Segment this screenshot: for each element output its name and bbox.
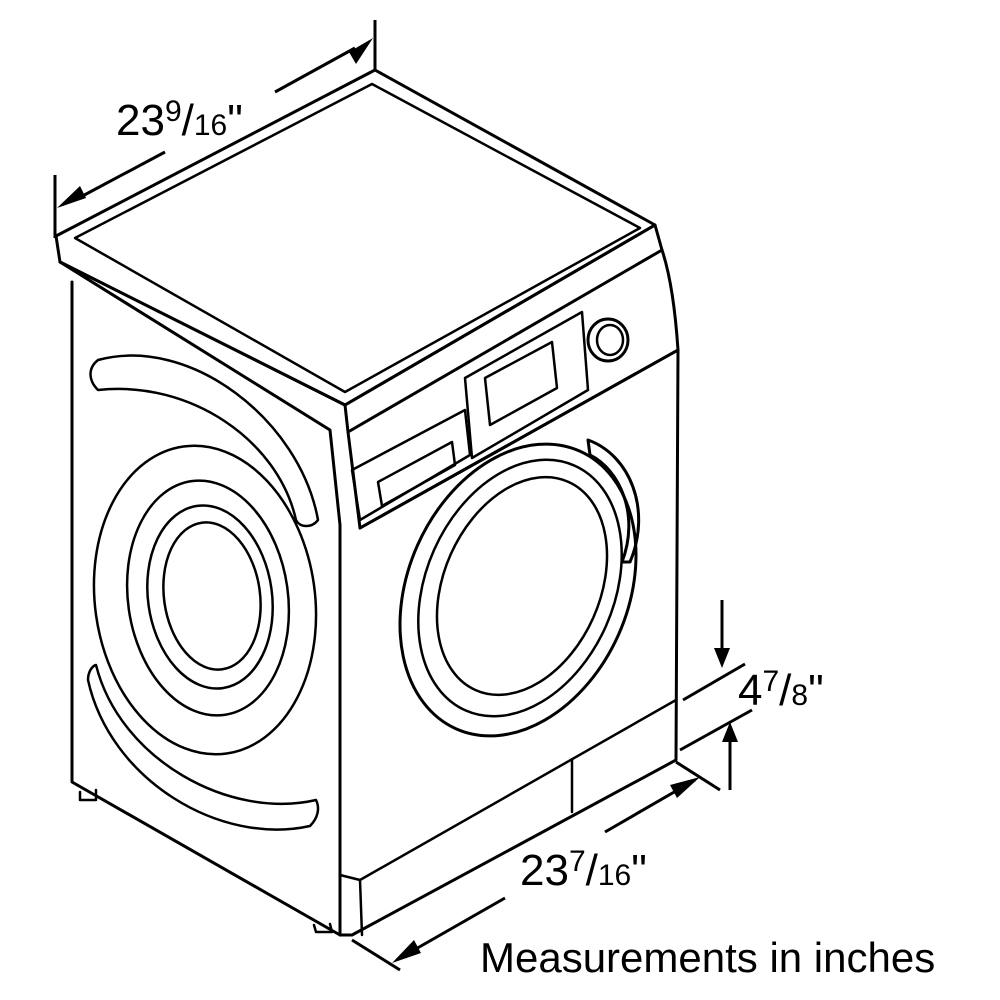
width-unit: ": [227, 96, 243, 145]
svg-text:237/16": 237/16": [520, 845, 647, 895]
height-unit: ": [808, 666, 824, 715]
height-denominator: 8: [791, 679, 808, 712]
width-slash: /: [182, 96, 195, 145]
width-arrow-right-icon: [349, 38, 373, 64]
pedestal-height-dimension: 47/8": [679, 600, 824, 790]
height-arrow-down-icon: [714, 648, 730, 668]
depth-slash: /: [586, 846, 599, 895]
height-slash: /: [779, 666, 792, 715]
caption: Measurements in inches: [480, 934, 935, 981]
side-ring-3: [146, 504, 274, 690]
depth-dimension: 237/16": [351, 760, 721, 972]
width-denominator: 16: [194, 109, 227, 142]
door-outer: [398, 442, 638, 738]
detergent-drawer: [350, 408, 472, 522]
depth-arrow-right-icon: [670, 777, 700, 798]
door-glass: [435, 475, 609, 697]
width-whole: 23: [116, 96, 165, 145]
door-handle: [586, 438, 641, 564]
depth-unit: ": [631, 846, 647, 895]
display-screen: [483, 340, 559, 427]
depth-whole: 23: [520, 846, 569, 895]
width-arrow-left-icon: [57, 186, 86, 208]
depth-arrow-left-icon: [392, 940, 421, 963]
side-swoosh-bottom: [86, 663, 320, 831]
side-ring-2: [125, 479, 291, 717]
side-swoosh-top: [89, 354, 320, 528]
side-panel: [58, 260, 342, 937]
width-dimension: 239/16": [53, 20, 377, 238]
height-whole: 4: [738, 666, 762, 715]
side-ring-1: [92, 444, 318, 756]
dial-knob-icon: [586, 317, 630, 363]
height-arrow-up-icon: [722, 722, 738, 742]
front-body: [338, 348, 680, 937]
top-front-edge: [58, 223, 664, 434]
foot-right: [312, 922, 334, 934]
door-middle: [417, 458, 623, 718]
svg-text:47/8": 47/8": [738, 665, 824, 715]
height-numerator: 7: [762, 665, 779, 698]
foot-left: [78, 788, 98, 802]
side-ring-4: [162, 521, 262, 671]
dial-knob-inner: [595, 323, 625, 357]
depth-denominator: 16: [598, 859, 631, 892]
depth-numerator: 7: [569, 845, 586, 878]
width-numerator: 9: [165, 95, 182, 128]
top-inner: [73, 82, 642, 394]
display-frame: [463, 310, 590, 460]
washer-drawing: [54, 68, 680, 937]
base-kick: [338, 698, 678, 937]
svg-text:239/16": 239/16": [116, 95, 243, 145]
drawer-handle: [376, 440, 457, 508]
